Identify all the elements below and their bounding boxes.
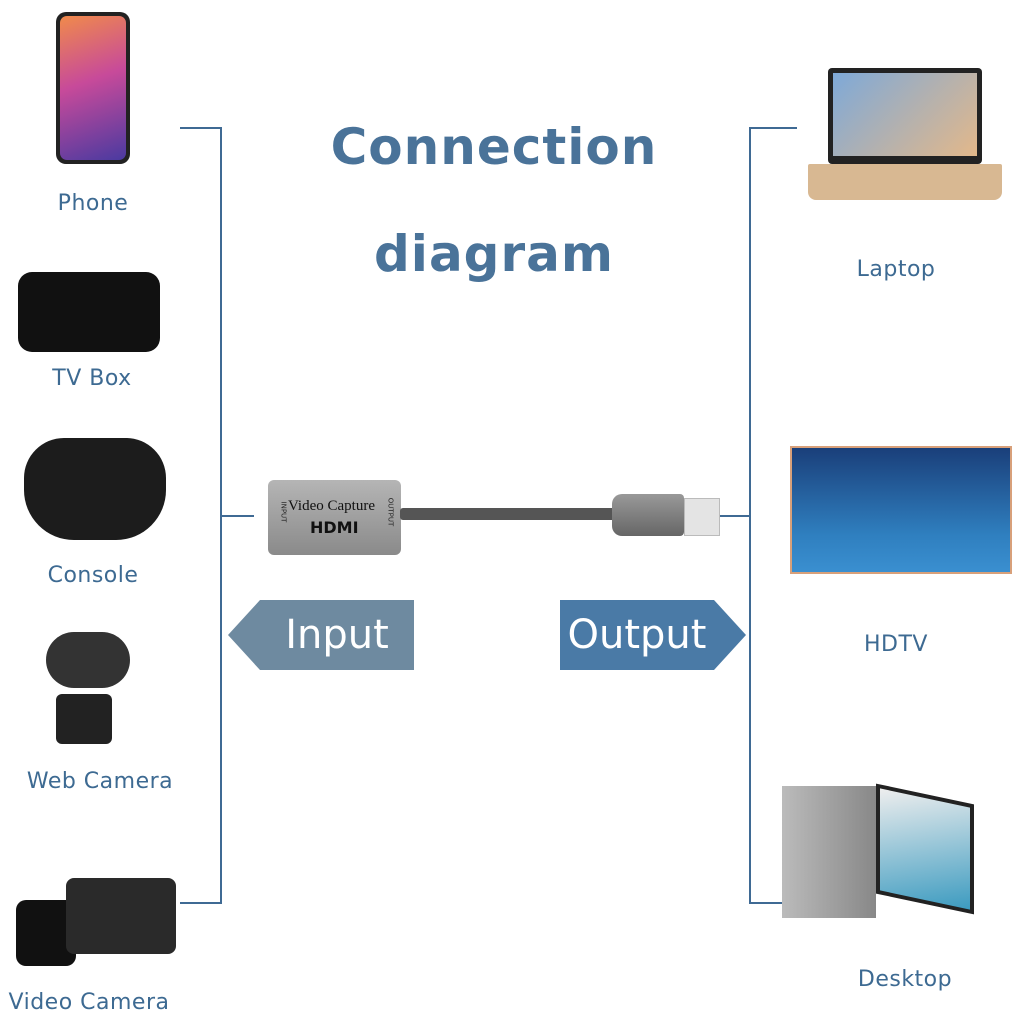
device-name: Video Capture <box>288 498 375 514</box>
camcorder-icon <box>16 858 176 970</box>
port-label-input: INPUT <box>279 501 288 523</box>
input-label-tv-box: TV Box <box>52 366 132 391</box>
bracket-line <box>720 515 750 517</box>
input-label-video-camera: Video Camera <box>8 990 170 1015</box>
usb-cable <box>400 508 620 520</box>
title-line-1: Connection <box>330 118 658 176</box>
title-line-2: diagram <box>374 225 614 283</box>
tv-box-icon <box>18 272 160 352</box>
input-arrow-label: Input <box>285 612 389 658</box>
port-label-output: OUTPUT <box>386 497 395 527</box>
gamepad-icon <box>24 438 166 540</box>
usb-plug <box>612 494 684 536</box>
usb-connector <box>684 498 720 536</box>
capture-device: INPUT Video Capture HDMI OUTPUT <box>268 480 401 555</box>
input-label-web-camera: Web Camera <box>26 769 174 794</box>
output-label-desktop: Desktop <box>857 967 953 992</box>
bracket-line <box>220 515 254 517</box>
phone-icon <box>56 12 130 164</box>
bracket-line <box>749 902 797 904</box>
webcam-icon <box>46 632 130 747</box>
output-arrow-shape <box>560 600 746 670</box>
bracket-line <box>180 902 222 904</box>
input-arrow-shape <box>228 600 414 670</box>
bracket-line <box>749 127 751 904</box>
output-label-hdtv: HDTV <box>864 632 928 657</box>
tv-icon <box>790 446 1012 590</box>
laptop-icon <box>808 68 1002 202</box>
desktop-icon <box>782 783 1022 920</box>
output-label-laptop: Laptop <box>856 257 936 282</box>
device-type: HDMI <box>310 518 359 537</box>
bracket-line <box>180 127 222 129</box>
input-label-phone: Phone <box>57 191 129 216</box>
bracket-line <box>749 127 797 129</box>
output-arrow-label: Output <box>567 612 707 658</box>
input-label-console: Console <box>47 563 139 588</box>
